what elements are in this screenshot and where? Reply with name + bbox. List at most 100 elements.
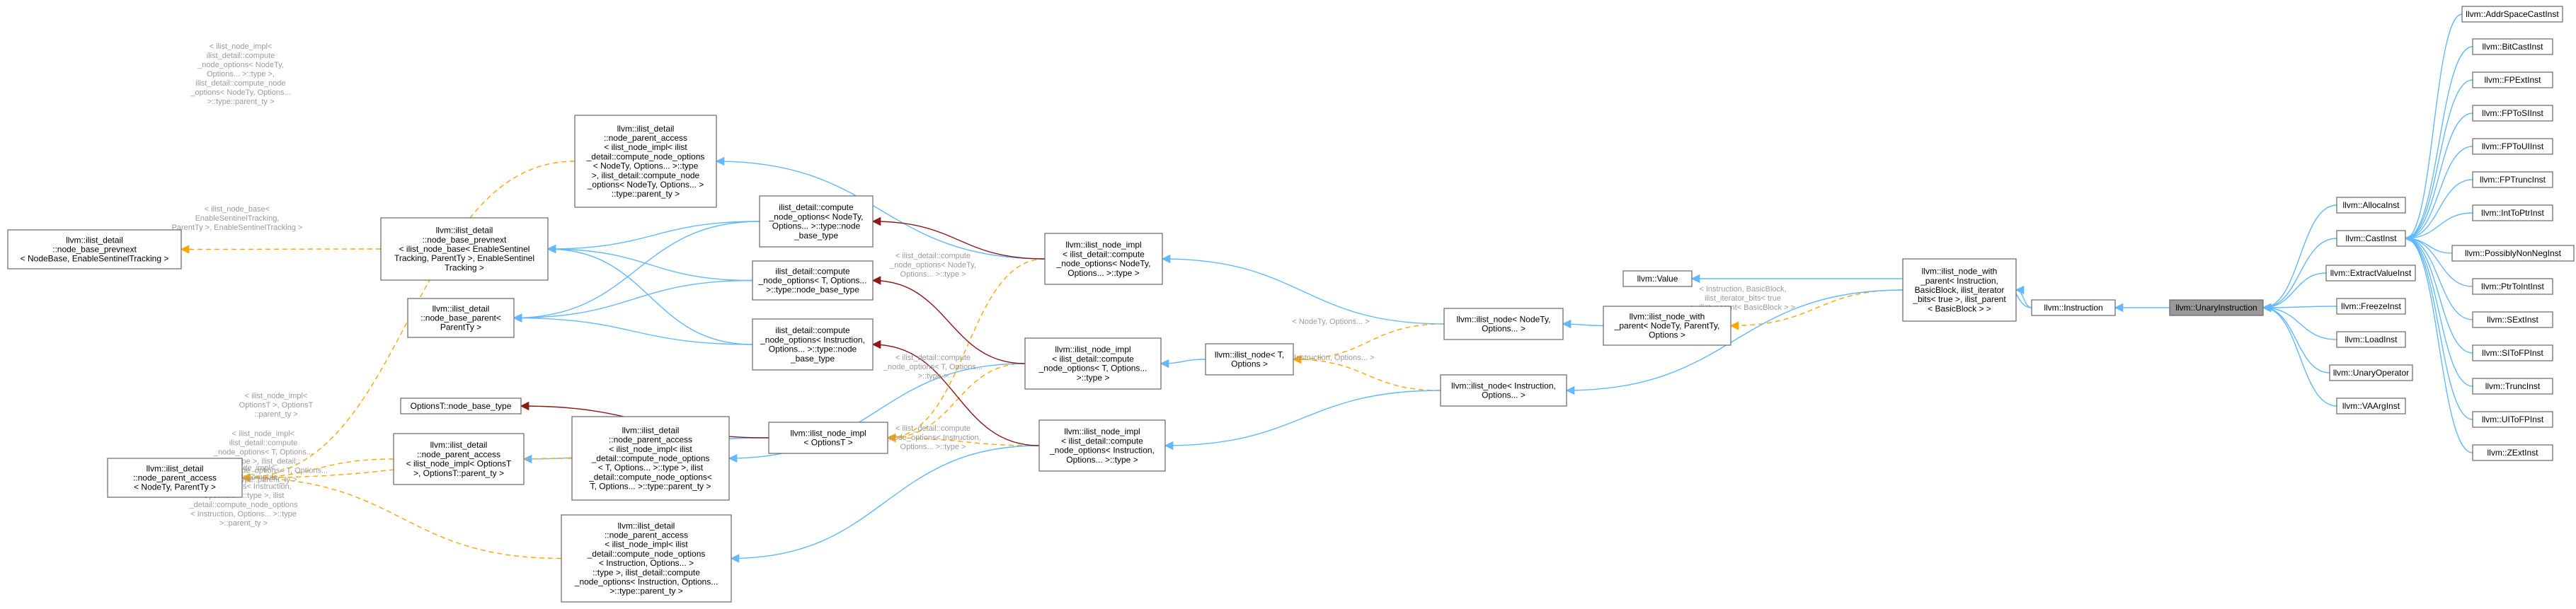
edge-label-line: < Instruction, Options... >::type — [190, 510, 297, 518]
class-name-line: Options... >::type::node — [772, 221, 861, 231]
class-name: llvm::ilist_detail::node_parent_access< … — [586, 124, 705, 199]
class-name-line: < Instruction, Options... > — [599, 558, 694, 568]
class-name: llvm::TruncInst — [2485, 381, 2541, 391]
class-node-nbparent[interactable]: llvm::ilist_detail::node_base_parent<Par… — [407, 298, 515, 338]
class-node-impl_instruction[interactable]: llvm::ilist_node_impl< ilist_detail::com… — [1038, 419, 1166, 472]
edge-cno_t-to-nbp_enable — [546, 244, 753, 282]
class-node-optionst_nbt[interactable]: OptionsT::node_base_type — [400, 398, 522, 414]
class-name-line: llvm::PossiblyNonNegInst — [2465, 248, 2562, 258]
class-node-nbp_generic[interactable]: llvm::ilist_detail::node_base_prevnext< … — [7, 229, 182, 269]
edge-label-lbl_cno_t: < ilist_detail::compute_node_options< T,… — [883, 354, 983, 381]
edge-label-lbl_npa_optionst: < ilist_node_impl<OptionsT >, OptionsT::… — [239, 392, 314, 419]
edge-label-line: >::type::parent_ty > — [230, 476, 297, 485]
class-name-line: < NodeTy, Options... >::type — [593, 161, 699, 171]
class-node-vaarg[interactable]: llvm::VAArgInst — [2336, 398, 2406, 414]
edge-label-line: _node_options< NodeTy, — [889, 261, 976, 269]
class-node-nbp_enable[interactable]: llvm::ilist_detail::node_base_prevnext< … — [380, 217, 549, 281]
class-name-line: llvm::PtrToIntInst — [2481, 282, 2544, 291]
class-name-line: _node_options< Instruction, Options... — [574, 577, 718, 587]
class-node-fptrunc[interactable]: llvm::FPTruncInst — [2472, 171, 2553, 188]
edge-addrspace-to-cast — [2404, 13, 2463, 243]
class-node-zext[interactable]: llvm::ZExtInst — [2472, 444, 2553, 461]
class-name-line: llvm::Value — [1637, 274, 1678, 284]
class-name-line: llvm::SExtInst — [2487, 315, 2538, 325]
class-name-line: llvm::FPToUIInst — [2482, 141, 2544, 151]
class-node-alloca[interactable]: llvm::AllocaInst — [2336, 197, 2406, 214]
class-name-line: llvm::ilist_node< Instruction, — [1451, 381, 1556, 390]
class-name-line: Options... > — [1482, 390, 1525, 400]
class-box — [752, 318, 874, 371]
class-node-npa_t[interactable]: llvm::ilist_detail::node_parent_access< … — [571, 416, 730, 501]
edge-label-line: ilist_detail::compute_node — [195, 79, 285, 88]
edge-label-line: ParentTy >, EnableSentinelTracking > — [172, 224, 303, 232]
class-box — [2336, 398, 2406, 414]
class-box — [759, 195, 874, 248]
edge-label-line: < NodeTy, Options... > — [1292, 318, 1369, 326]
edge-fpext-to-cast — [2404, 79, 2473, 243]
class-name: llvm::UnaryOperator — [2333, 368, 2409, 378]
class-node-cast[interactable]: llvm::CastInst — [2336, 230, 2406, 247]
class-node-fptoui[interactable]: llvm::FPToUIInst — [2472, 138, 2553, 155]
edge-label-line: Options... >::type > — [900, 270, 966, 279]
class-node-instruction[interactable]: llvm::Instruction — [2031, 299, 2116, 316]
class-node-cno_instruction[interactable]: ilist_detail::compute_node_options< Inst… — [752, 318, 874, 371]
edge-cno_nodety-to-nbp_enable — [546, 221, 760, 254]
class-node-fpext[interactable]: llvm::FPExtInst — [2472, 71, 2553, 88]
class-name: llvm::ilist_node_impl< ilist_detail::com… — [1056, 240, 1151, 278]
edge-cno_instruction-to-nbp_enable — [546, 244, 753, 345]
class-name-line: llvm::AddrSpaceCastInst — [2466, 9, 2559, 19]
class-node-cno_nodety[interactable]: ilist_detail::compute_node_options< Node… — [759, 195, 874, 248]
class-node-sitofp[interactable]: llvm::SIToFPInst — [2472, 344, 2553, 361]
class-box — [7, 229, 182, 269]
class-node-impl_nodety[interactable]: llvm::ilist_node_impl< ilist_detail::com… — [1044, 233, 1163, 285]
class-name: llvm::UIToFPInst — [2482, 414, 2544, 424]
class-node-inttoptr[interactable]: llvm::IntToPtrInst — [2472, 204, 2553, 221]
class-node-load[interactable]: llvm::LoadInst — [2336, 331, 2406, 348]
class-name-line: < ilist_detail::compute — [1052, 354, 1134, 364]
class-node-bitcast[interactable]: llvm::BitCastInst — [2472, 38, 2553, 55]
class-node-trunc[interactable]: llvm::TruncInst — [2472, 378, 2553, 395]
class-name-line: llvm::ilist_detail — [433, 303, 490, 313]
class-name-line: < ilist_node_impl< ilist — [609, 444, 692, 454]
class-node-possiblynonneg[interactable]: llvm::PossiblyNonNegInst — [2451, 245, 2575, 262]
class-name-line: llvm::CastInst — [2345, 233, 2397, 243]
edge-fptosi-to-cast — [2404, 112, 2473, 243]
class-box — [2461, 6, 2563, 23]
class-node-ilist_with_parent_generic[interactable]: llvm::ilist_node_with_parent< NodeTy, Pa… — [1603, 306, 1731, 346]
class-box — [1044, 233, 1163, 285]
class-box — [2451, 245, 2575, 262]
class-node-unaryop[interactable]: llvm::UnaryOperator — [2329, 364, 2413, 381]
class-node-ilist_with_parent_bb[interactable]: llvm::ilist_node_with_parent< Instructio… — [1902, 258, 2017, 322]
class-node-freeze[interactable]: llvm::FreezeInst — [2336, 298, 2406, 315]
class-name: llvm::AllocaInst — [2342, 200, 2400, 210]
class-node-ptrtoint[interactable]: llvm::PtrToIntInst — [2472, 278, 2553, 295]
class-node-npa_instruction[interactable]: llvm::ilist_detail::node_parent_access< … — [561, 514, 732, 603]
class-node-extractvalue[interactable]: llvm::ExtractValueInst — [2325, 265, 2416, 282]
class-box — [2325, 265, 2416, 282]
class-node-impl_t[interactable]: llvm::ilist_node_impl< ilist_detail::com… — [1024, 337, 1162, 390]
class-node-npa_nodety[interactable]: llvm::ilist_detail::node_parent_access< … — [574, 115, 717, 208]
class-node-value[interactable]: llvm::Value — [1622, 270, 1693, 287]
class-name: llvm::SExtInst — [2487, 315, 2538, 325]
class-node-fptosi[interactable]: llvm::FPToSIInst — [2472, 105, 2553, 122]
class-node-uitofp[interactable]: llvm::UIToFPInst — [2472, 411, 2553, 428]
class-node-npa_optionst[interactable]: llvm::ilist_detail::node_parent_access< … — [393, 433, 525, 485]
class-node-addrspace[interactable]: llvm::AddrSpaceCastInst — [2461, 6, 2563, 23]
class-name: llvm::ilist_detail::node_base_prevnext< … — [394, 226, 534, 273]
class-node-ilist_node_nodety[interactable]: llvm::ilist_node< NodeTy,Options... > — [1443, 308, 1564, 340]
class-name-line: >, ilist_detail::compute_node — [592, 170, 700, 180]
class-name-line: ::node_base_parent< — [420, 313, 501, 323]
class-name-line: ilist_detail::compute — [775, 325, 850, 335]
class-node-cno_t[interactable]: ilist_detail::compute_node_options< T, O… — [752, 260, 874, 301]
class-name-line: ilist_detail::compute — [779, 202, 854, 212]
class-node-ilist_node_instruction[interactable]: llvm::ilist_node< Instruction,Options...… — [1440, 374, 1567, 407]
class-node-npa_generic[interactable]: llvm::ilist_detail::node_parent_access< … — [107, 458, 243, 498]
class-node-sext[interactable]: llvm::SExtInst — [2472, 311, 2553, 328]
edge-npa_optionst-to-npa_generic — [241, 458, 394, 482]
class-name-line: llvm::ilist_detail — [66, 235, 123, 245]
edge-label-lbl_cno_inst: < ilist_detail::compute_node_options< In… — [884, 424, 980, 451]
edge-label-line: Options... >::type >, — [207, 70, 275, 79]
class-node-ilist_node_t[interactable]: llvm::ilist_node< T,Options > — [1205, 343, 1294, 376]
class-node-impl_optionst[interactable]: llvm::ilist_node_impl< OptionsT > — [768, 422, 888, 454]
class-box — [380, 217, 549, 281]
